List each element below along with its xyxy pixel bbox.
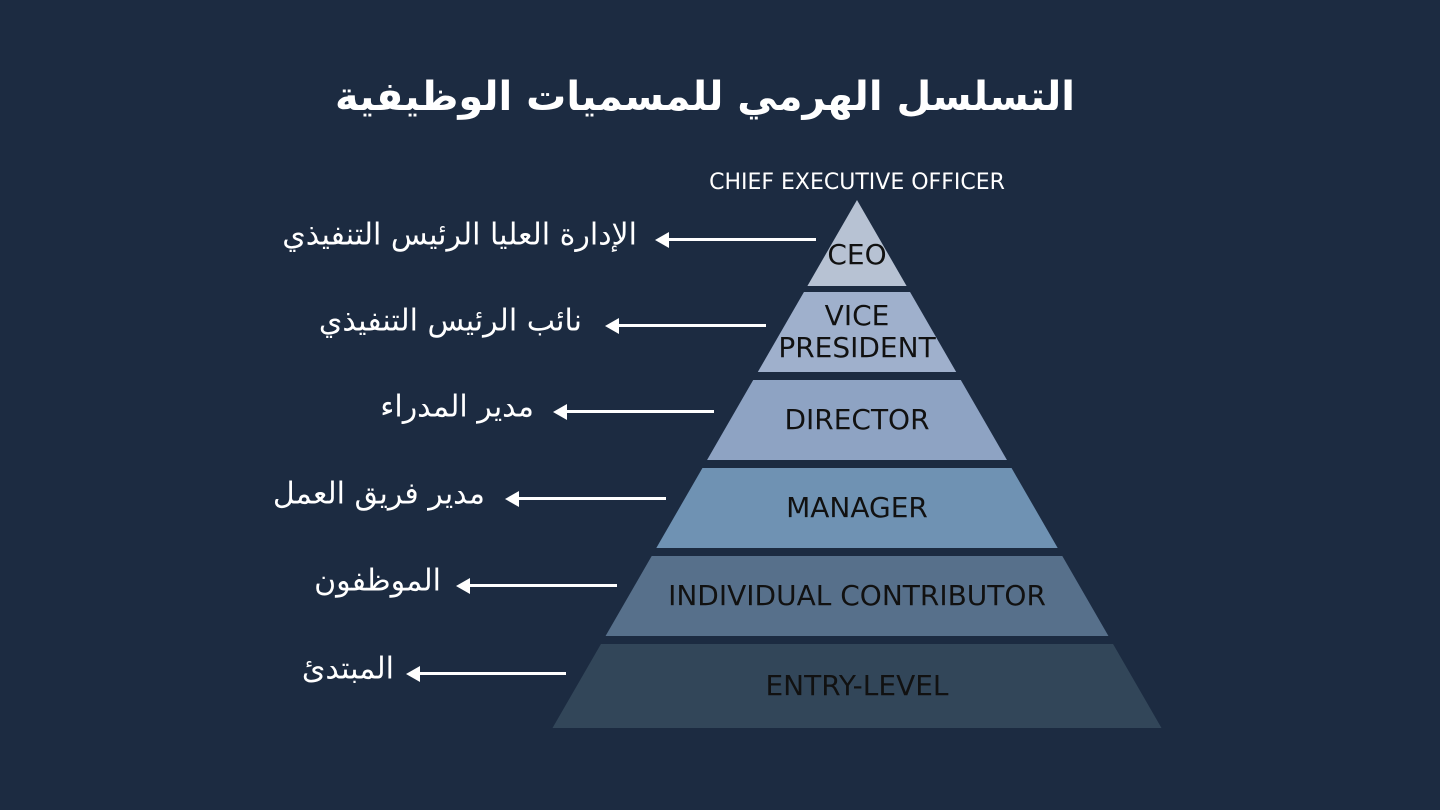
arabic-label-manager: مدير فريق العمل [272, 476, 485, 512]
arabic-label-entry-level: المبتدئ [301, 651, 394, 687]
pyramid-tier-entry-level [552, 644, 1162, 728]
arrow-head-icon [505, 490, 519, 507]
arrow-head-icon [605, 317, 619, 334]
tier-label-manager: MANAGER [786, 491, 928, 524]
pyramid-tier-director [707, 380, 1007, 460]
arabic-label-director: مدير المدراء [380, 389, 534, 425]
arrow-vice-president [605, 317, 766, 334]
top-level-caption: CHIEF EXECUTIVE OFFICER [709, 170, 1005, 195]
tier-label-individual-contributor: INDIVIDUAL CONTRIBUTOR [668, 579, 1046, 612]
tier-label-entry-level: ENTRY-LEVEL [765, 669, 949, 702]
tier-label-director: DIRECTOR [784, 403, 930, 436]
arrow-individual-contributor [456, 577, 617, 594]
pyramid-tier-manager [656, 468, 1058, 548]
arrow-ceo [655, 231, 816, 248]
arrow-head-icon [655, 231, 669, 248]
arrow-head-icon [553, 403, 567, 420]
pyramid-tier-individual-contributor [605, 556, 1109, 636]
arabic-label-vice-president: نائب الرئيس التنفيذي [318, 303, 582, 339]
arabic-label-individual-contributor: الموظفون [314, 563, 441, 599]
arrow-head-icon [456, 577, 470, 594]
arabic-label-ceo: الإدارة العليا الرئيس التنفيذي [282, 217, 637, 253]
pyramid-tier-ceo [807, 200, 907, 286]
page-title: التسلسل الهرمي للمسميات الوظيفية [335, 74, 1075, 120]
tier-label-ceo: CEO [827, 238, 887, 271]
arrow-manager [505, 490, 666, 507]
arrow-head-icon [406, 665, 420, 682]
arrow-entry-level [406, 665, 566, 682]
pyramid-tier-vice-president [757, 292, 957, 372]
arrow-director [553, 403, 714, 420]
